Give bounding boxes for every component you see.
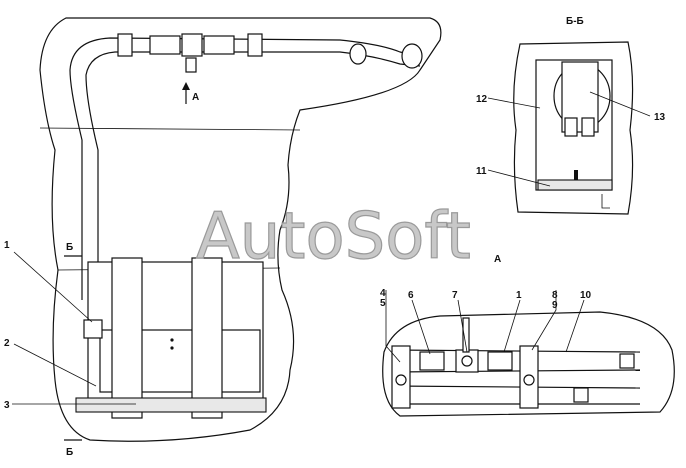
floor-line xyxy=(39,127,301,131)
detail-coupling-left xyxy=(419,351,445,371)
watermark: AutoSoft xyxy=(196,200,471,274)
pipe-clamp-left xyxy=(117,33,133,57)
pipe-valve xyxy=(181,33,203,57)
callout-4: 4 xyxy=(380,288,386,299)
callout-8: 8 xyxy=(552,290,558,301)
detail-hose-end-bottom xyxy=(573,387,589,403)
pipe-bend xyxy=(401,43,423,69)
detail-valve-lever xyxy=(462,317,470,353)
callout-11: 11 xyxy=(476,166,487,177)
detail-hose-end-top xyxy=(619,353,635,369)
section-title: Б-Б xyxy=(566,16,584,27)
heater-pipe-top xyxy=(69,37,421,300)
callout-7: 7 xyxy=(452,290,458,301)
callout-2: 2 xyxy=(4,338,10,349)
pipe-end-hose xyxy=(349,43,367,65)
detail-view: А 4 5 6 7 1 8 9 10 xyxy=(380,254,675,417)
callout-6: 6 xyxy=(408,290,414,301)
cab-outline xyxy=(39,17,442,442)
valve-handle xyxy=(185,57,197,73)
callout-1-detail: 1 xyxy=(516,290,522,301)
pipe-coupling-2 xyxy=(203,35,235,55)
section-outline xyxy=(513,41,634,215)
main-view: А Б Б 1 2 3 xyxy=(4,17,442,458)
section-view: Б-Б 12 13 11 xyxy=(476,16,666,215)
section-mark-top-label: Б xyxy=(66,242,73,253)
detail-coupling-right xyxy=(487,351,513,371)
detail-outline xyxy=(382,311,675,417)
mounting-strap-right xyxy=(191,257,223,419)
section-base xyxy=(537,179,613,191)
pipe-clamp-right xyxy=(247,33,263,57)
heater-inlet-fitting xyxy=(83,319,103,339)
heater-pipe-top-inner xyxy=(85,51,421,300)
mounting-strap-left xyxy=(111,257,143,419)
callout-13: 13 xyxy=(654,112,666,123)
callout-3: 3 xyxy=(4,400,10,411)
callout-5: 5 xyxy=(380,298,386,309)
callout-1: 1 xyxy=(4,240,10,251)
view-arrow-head xyxy=(182,82,190,90)
arrow-a-label: А xyxy=(192,92,199,103)
callout-12: 12 xyxy=(476,94,488,105)
mounting-base xyxy=(75,397,267,413)
callout-10: 10 xyxy=(580,290,592,301)
pipe-coupling-1 xyxy=(149,35,181,55)
detail-title: А xyxy=(494,254,501,265)
section-mark-bottom-label: Б xyxy=(66,447,73,458)
callout-9: 9 xyxy=(552,300,558,311)
